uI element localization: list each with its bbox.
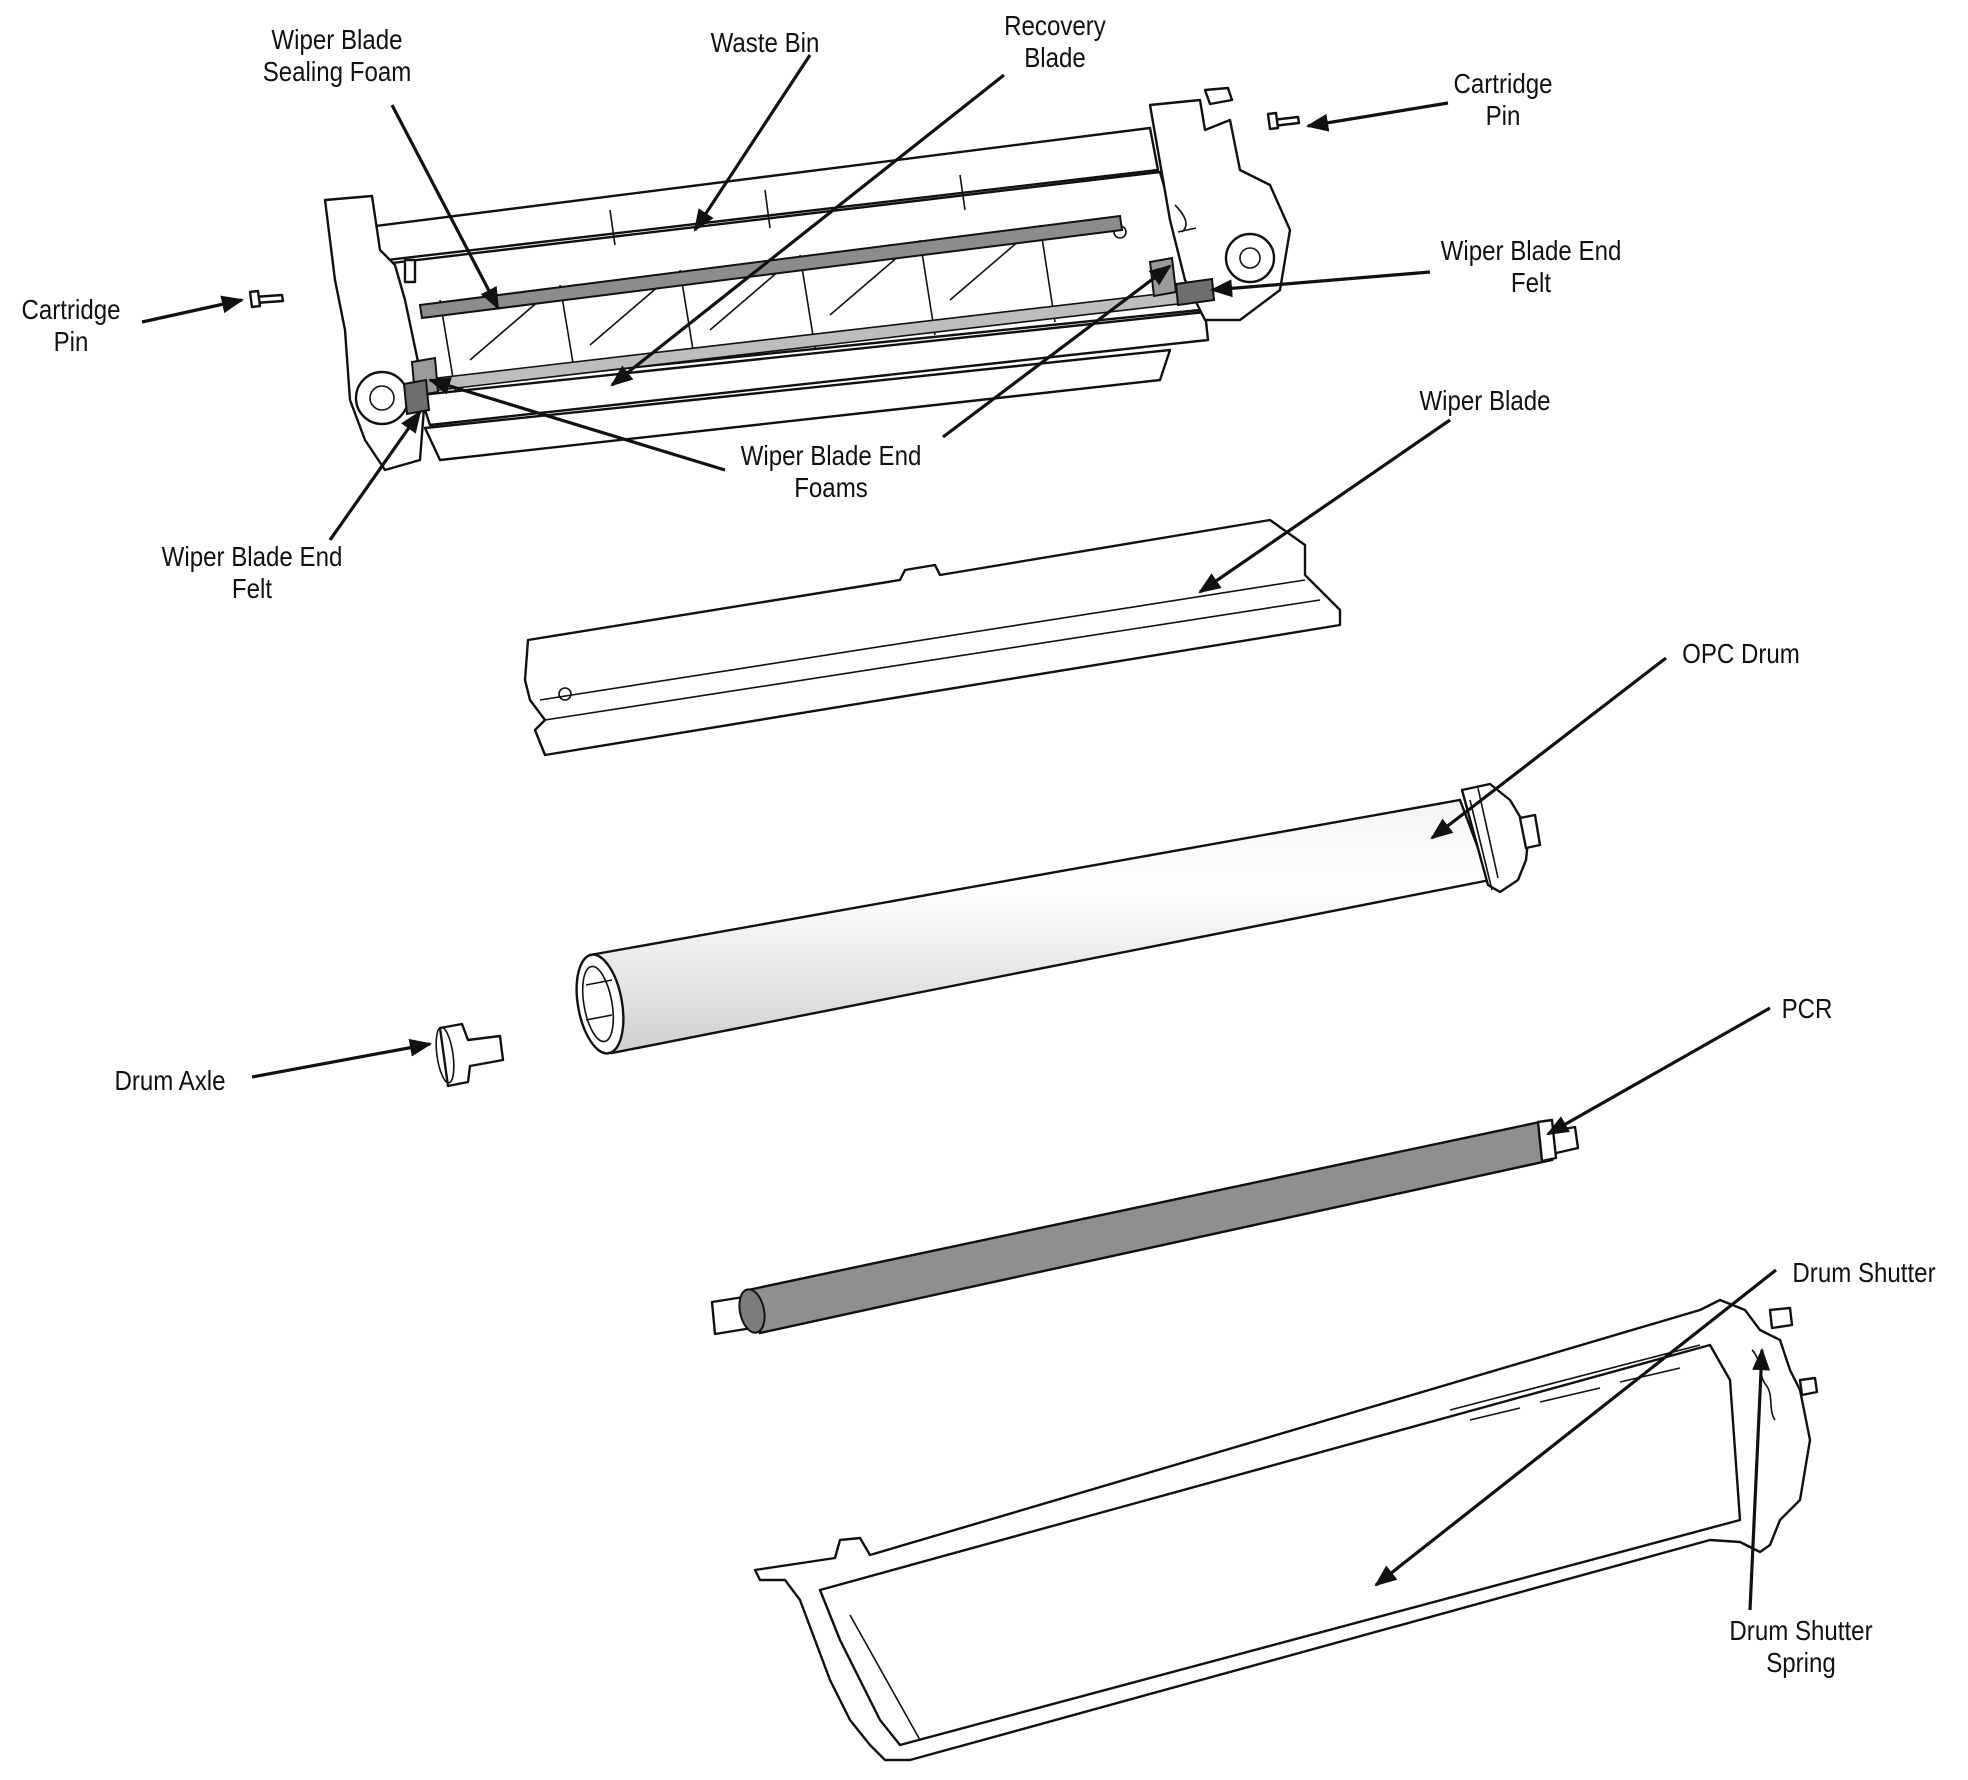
drum-axle-part bbox=[435, 1022, 505, 1088]
label-wiper-blade-sealing-foam: Wiper Blade Sealing Foam bbox=[262, 24, 412, 87]
opc-drum-part bbox=[575, 782, 1542, 1055]
label-opc-drum: OPC Drum bbox=[1682, 638, 1800, 669]
pcr-part bbox=[710, 1118, 1580, 1336]
label-drum-axle: Drum Axle bbox=[114, 1065, 226, 1096]
label-recovery-blade: Recovery Blade bbox=[1004, 10, 1106, 73]
label-wiper-blade-end-foams: Wiper Blade End Foams bbox=[740, 440, 922, 503]
label-wiper-blade-end-felt-right: Wiper Blade End Felt bbox=[1440, 235, 1622, 298]
label-wiper-blade: Wiper Blade bbox=[1419, 385, 1551, 416]
waste-bin-housing bbox=[323, 86, 1292, 472]
label-cartridge-pin-left: Cartridge Pin bbox=[21, 294, 121, 357]
cartridge-pin-left-part bbox=[248, 289, 285, 309]
leader-lines bbox=[141, 54, 1777, 1611]
label-cartridge-pin-right: Cartridge Pin bbox=[1453, 68, 1553, 131]
label-pcr: PCR bbox=[1781, 993, 1833, 1024]
label-drum-shutter-spring: Drum Shutter Spring bbox=[1729, 1615, 1873, 1678]
end-felt-left bbox=[402, 378, 431, 416]
cartridge-pin-right-part bbox=[1266, 111, 1301, 131]
label-drum-shutter: Drum Shutter bbox=[1792, 1257, 1936, 1288]
end-felt-right bbox=[1174, 277, 1216, 307]
wiper-blade-part bbox=[523, 518, 1342, 757]
drum-shutter-part bbox=[753, 1298, 1819, 1762]
label-waste-bin: Waste Bin bbox=[710, 27, 820, 58]
label-wiper-blade-end-felt-left: Wiper Blade End Felt bbox=[161, 541, 343, 604]
sealing-foam-strip bbox=[418, 214, 1124, 320]
